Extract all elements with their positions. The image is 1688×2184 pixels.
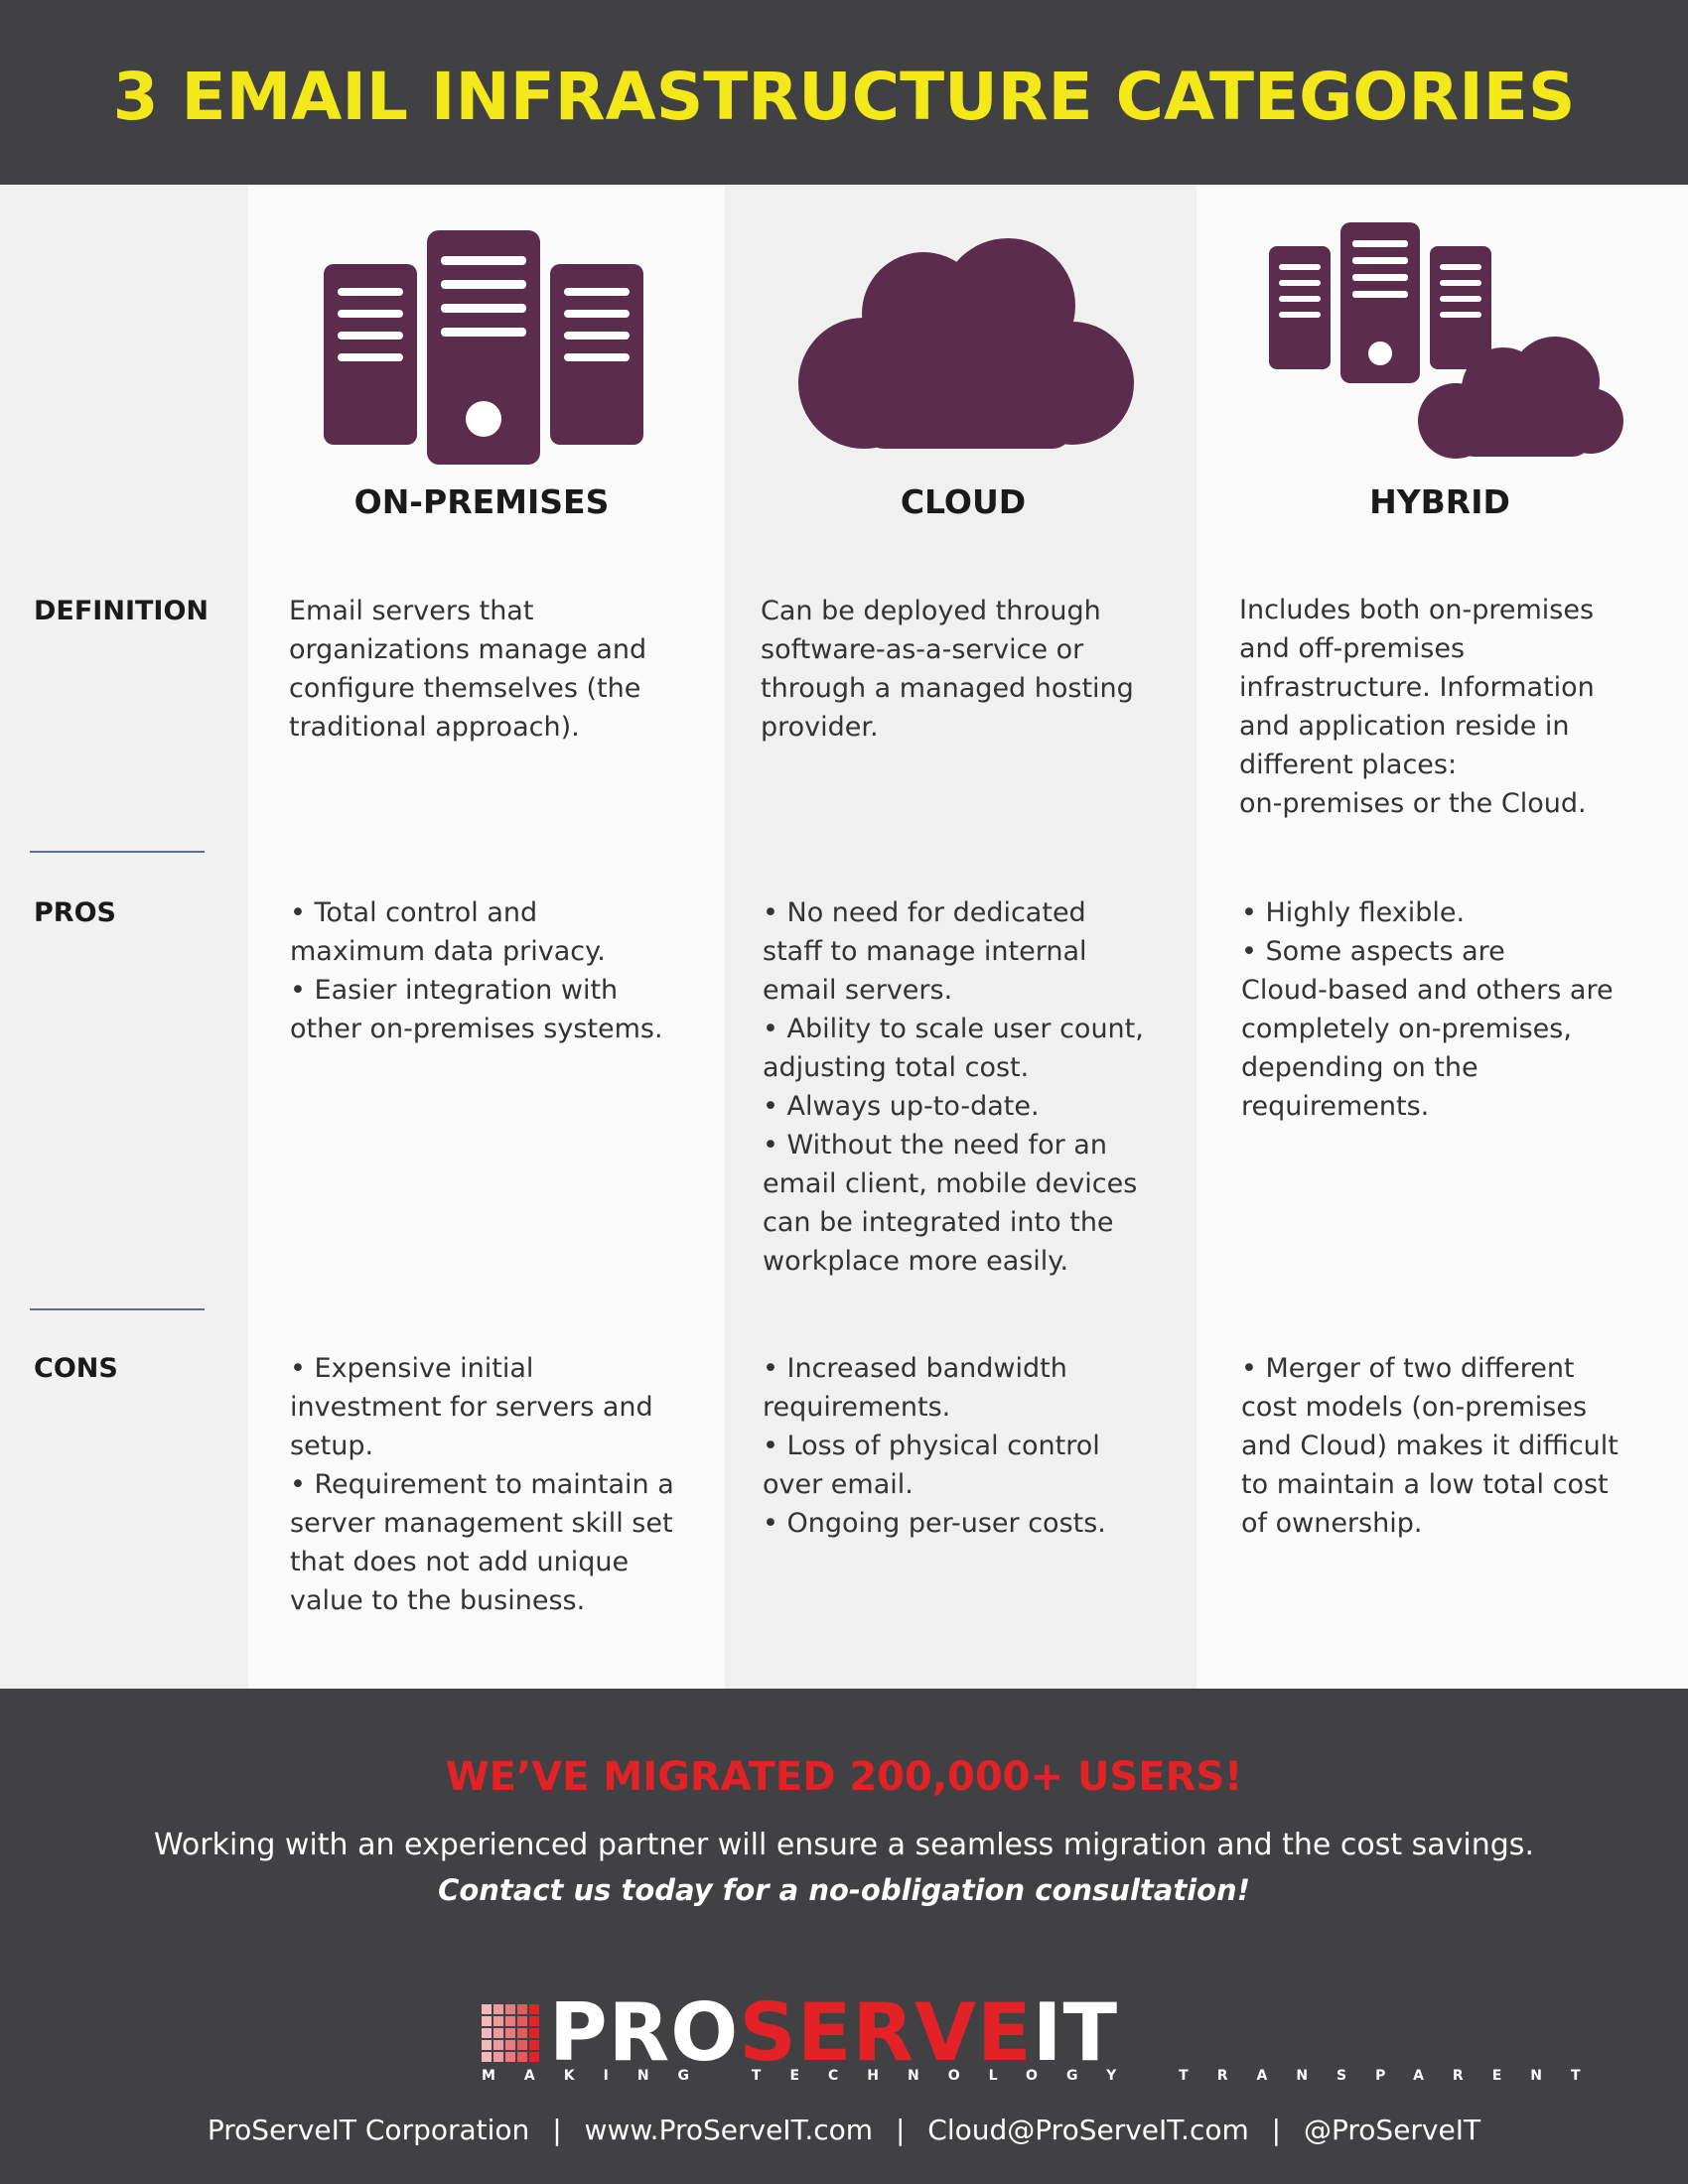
logo-tagline: MAKING TECHNOLOGY TRANSPARENT bbox=[482, 2068, 1610, 2084]
proserveit-logo: PROSERVEIT MAKING TECHNOLOGY TRANSPARENT bbox=[482, 1988, 1610, 2096]
header-banner: 3 EMAIL INFRASTRUCTURE CATEGORIES bbox=[0, 0, 1688, 185]
logo-grid-icon bbox=[482, 2004, 539, 2062]
row-divider bbox=[30, 851, 205, 853]
cloud-icon bbox=[798, 238, 1134, 449]
cons-cloud: • Increased bandwidth requirements. • Lo… bbox=[763, 1353, 1106, 1539]
website-link[interactable]: www.ProServeIT.com bbox=[584, 2114, 874, 2146]
row-divider bbox=[30, 1308, 205, 1310]
contact-line: ProServeIT Corporation | www.ProServeIT.… bbox=[0, 2114, 1688, 2146]
column-title-hybrid: HYBRID bbox=[1369, 482, 1510, 521]
row-label-pros: PROS bbox=[34, 897, 116, 928]
row-label-column bbox=[0, 185, 248, 1689]
definition-cloud: Can be deployed through software-as-a-se… bbox=[761, 596, 1134, 743]
contact-separator: | bbox=[1271, 2114, 1282, 2146]
pros-hybrid: • Highly flexible. • Some aspects are Cl… bbox=[1241, 897, 1614, 1122]
call-to-action[interactable]: Contact us today for a no-obligation con… bbox=[438, 1873, 1250, 1907]
pros-cloud: • No need for dedicated staff to manage … bbox=[763, 897, 1144, 1277]
row-label-definition: DEFINITION bbox=[34, 596, 210, 626]
servers-and-cloud-icon bbox=[1269, 222, 1623, 459]
cons-hybrid: • Merger of two different cost models (o… bbox=[1241, 1353, 1618, 1539]
migration-headline: WE’VE MIGRATED 200,000+ USERS! bbox=[445, 1754, 1243, 1800]
cons-on-premises: • Expensive initial investment for serve… bbox=[290, 1353, 674, 1616]
email-link[interactable]: Cloud@ProServeIT.com bbox=[927, 2114, 1249, 2146]
partner-statement: Working with an experienced partner will… bbox=[154, 1828, 1534, 1862]
definition-hybrid: Includes both on-premises and off-premis… bbox=[1239, 595, 1595, 819]
column-title-on-premises: ON-PREMISES bbox=[353, 482, 610, 521]
social-handle-link[interactable]: @ProServeIT bbox=[1304, 2114, 1481, 2146]
definition-on-premises: Email servers that organizations manage … bbox=[289, 596, 647, 743]
column-title-cloud: CLOUD bbox=[900, 482, 1027, 521]
logo-wordmark: PROSERVEIT bbox=[549, 1986, 1119, 2079]
pros-on-premises: • Total control and maximum data privacy… bbox=[290, 897, 663, 1044]
server-rack-icon bbox=[324, 230, 643, 465]
company-name: ProServeIT Corporation bbox=[207, 2114, 530, 2146]
page-title: 3 EMAIL INFRASTRUCTURE CATEGORIES bbox=[112, 59, 1576, 135]
row-label-cons: CONS bbox=[34, 1353, 118, 1384]
contact-separator: | bbox=[552, 2114, 562, 2146]
comparison-table: ON-PREMISES CLOUD HYBRID DEFINITION Emai… bbox=[0, 185, 1688, 1689]
contact-separator: | bbox=[895, 2114, 906, 2146]
footer: WE’VE MIGRATED 200,000+ USERS! Working w… bbox=[0, 1689, 1688, 2184]
